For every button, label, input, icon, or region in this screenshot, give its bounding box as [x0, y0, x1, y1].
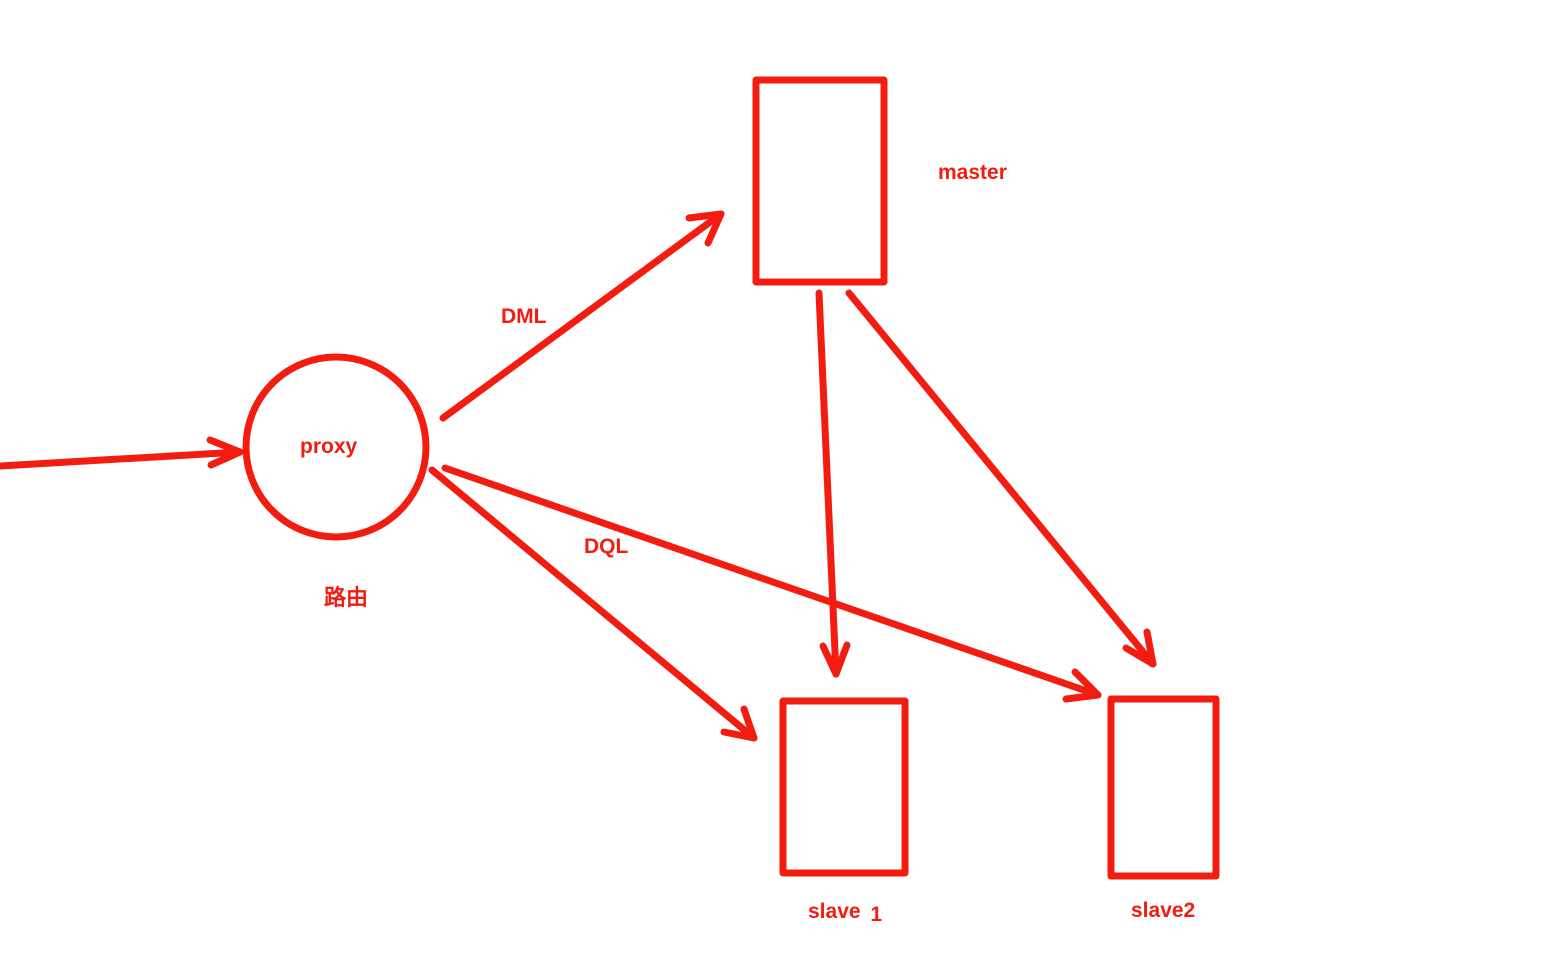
arrowhead-proxy-to-master — [685, 210, 725, 247]
proxy-caption: 路由 — [324, 585, 369, 611]
edge-master-to-slave1 — [815, 289, 840, 678]
slave1-label: slave 1 — [808, 900, 883, 926]
master-label: master — [938, 161, 1007, 184]
edge-proxy-to-master — [439, 210, 725, 422]
slave1-label-number: 1 — [870, 903, 883, 926]
arrowhead-master-to-slave2 — [1122, 628, 1157, 668]
slave1-label-text: slave — [808, 900, 861, 923]
arrowhead-client-to-proxy — [206, 436, 244, 469]
proxy-label: proxy — [300, 435, 358, 458]
proxy-node — [242, 353, 430, 541]
edge-client-to-proxy — [0, 448, 244, 470]
arrowhead-proxy-to-slave2 — [1062, 668, 1102, 703]
dml-edge-label: DML — [501, 305, 547, 328]
edge-proxy-to-slave2 — [441, 464, 1102, 699]
slave2-node — [1107, 695, 1220, 880]
arrowhead-master-to-slave1 — [819, 641, 851, 678]
edge-master-to-slave2 — [845, 289, 1157, 668]
slave1-node — [779, 697, 909, 877]
slave2-label: slave2 — [1131, 899, 1196, 922]
arrowhead-proxy-to-slave1 — [720, 705, 758, 742]
master-node — [752, 76, 888, 286]
dql-edge-label: DQL — [584, 535, 629, 558]
edge-proxy-to-slave1 — [428, 466, 758, 742]
